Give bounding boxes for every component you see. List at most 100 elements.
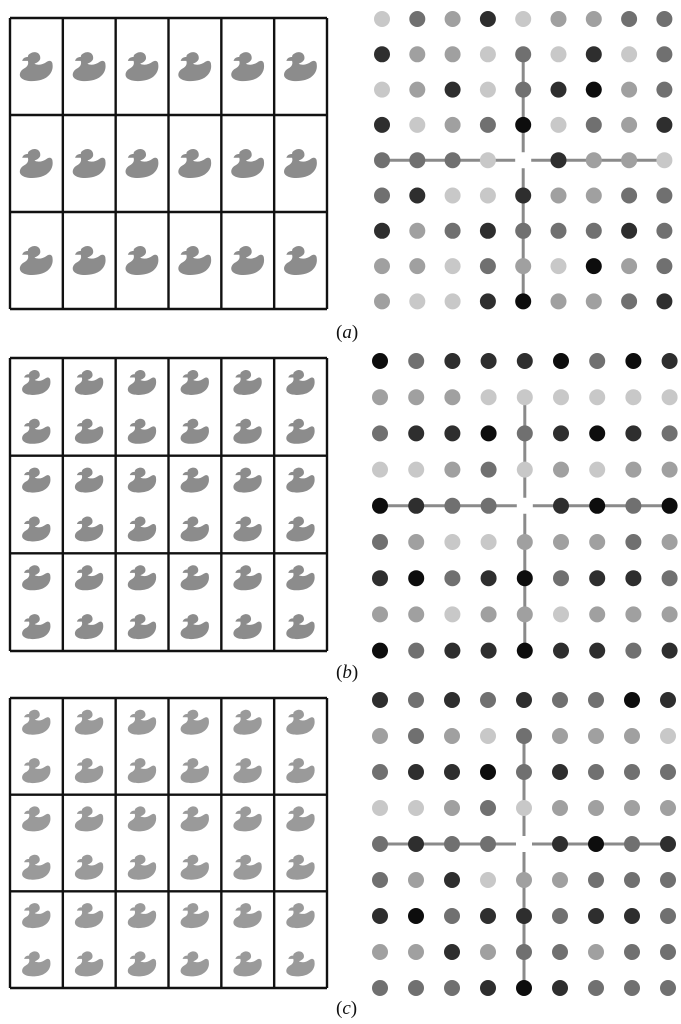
- lattice-dot: [408, 692, 424, 708]
- lattice-dot: [374, 117, 390, 133]
- lattice-dot: [372, 872, 388, 888]
- lattice-dot: [372, 692, 388, 708]
- lattice-dot: [374, 152, 390, 168]
- lattice-dot: [588, 872, 604, 888]
- lattice-dot: [625, 462, 641, 478]
- lattice-dot: [515, 188, 531, 204]
- lattice-dot: [480, 223, 496, 239]
- lattice-dot: [589, 425, 605, 441]
- lattice-dot: [372, 836, 388, 852]
- lattice-dot: [621, 117, 637, 133]
- lattice-dot: [480, 908, 496, 924]
- lattice-dot: [517, 353, 533, 369]
- lattice-dot: [408, 353, 424, 369]
- lattice-dot: [444, 534, 460, 550]
- lattice-dot: [408, 425, 424, 441]
- lattice-dot: [372, 353, 388, 369]
- lattice-dot: [480, 258, 496, 274]
- lattice-dot: [480, 82, 496, 98]
- lattice-dot: [408, 764, 424, 780]
- caption-a: (a): [336, 322, 376, 344]
- lattice-dot: [409, 11, 425, 27]
- lattice-dot: [588, 764, 604, 780]
- dot-lattice: [374, 11, 672, 309]
- lattice-dot: [517, 462, 533, 478]
- lattice-dot: [481, 643, 497, 659]
- lattice-dot: [624, 800, 640, 816]
- lattice-dot: [662, 643, 678, 659]
- lattice-dot: [551, 258, 567, 274]
- lattice-dot: [480, 46, 496, 62]
- lattice-dot: [444, 643, 460, 659]
- lattice-dot: [517, 643, 533, 659]
- lattice-dot: [444, 980, 460, 996]
- lattice-dot: [660, 908, 676, 924]
- lattice-dot: [515, 82, 531, 98]
- lattice-dot: [372, 643, 388, 659]
- lattice-dot: [589, 389, 605, 405]
- lattice-dot: [517, 606, 533, 622]
- lattice-dot: [656, 11, 672, 27]
- lattice-dot: [660, 728, 676, 744]
- lattice-dot: [551, 223, 567, 239]
- lattice-dot: [372, 800, 388, 816]
- lattice-dot: [444, 570, 460, 586]
- lattice-dot: [656, 46, 672, 62]
- lattice-dot: [551, 188, 567, 204]
- lattice-dot: [656, 293, 672, 309]
- lattice-dot: [444, 836, 460, 852]
- lattice-dot: [372, 728, 388, 744]
- lattice-dot: [445, 46, 461, 62]
- lattice-dot: [624, 980, 640, 996]
- lattice-dot: [625, 643, 641, 659]
- lattice-dot: [444, 800, 460, 816]
- lattice-dot: [551, 82, 567, 98]
- lattice-dot: [624, 728, 640, 744]
- lattice-dot: [553, 425, 569, 441]
- lattice-dot: [656, 82, 672, 98]
- lattice-dot: [372, 570, 388, 586]
- lattice-dot: [621, 223, 637, 239]
- lattice-dot: [409, 223, 425, 239]
- lattice-dot: [409, 82, 425, 98]
- lattice-dot: [625, 534, 641, 550]
- lattice-dot: [553, 534, 569, 550]
- lattice-dot: [444, 728, 460, 744]
- dot-lattice: [372, 353, 678, 659]
- lattice-dot: [372, 980, 388, 996]
- lattice-dot: [552, 908, 568, 924]
- lattice-dot: [624, 764, 640, 780]
- lattice-dot: [551, 293, 567, 309]
- lattice-dot: [656, 188, 672, 204]
- lattice-dot: [372, 534, 388, 550]
- lattice-dot: [480, 152, 496, 168]
- lattice-dot: [408, 908, 424, 924]
- lattice-dot: [408, 836, 424, 852]
- lattice-dot: [515, 223, 531, 239]
- lattice-dot: [624, 836, 640, 852]
- lattice-dot: [515, 11, 531, 27]
- lattice-dot: [662, 389, 678, 405]
- lattice-dot: [408, 462, 424, 478]
- lattice-dot: [517, 425, 533, 441]
- lattice-dot: [444, 606, 460, 622]
- lattice-dot: [374, 258, 390, 274]
- lattice-dot: [480, 692, 496, 708]
- lattice-dot: [409, 293, 425, 309]
- lattice-dot: [553, 570, 569, 586]
- lattice-dot: [621, 82, 637, 98]
- lattice-dot: [625, 606, 641, 622]
- lattice-dot: [662, 462, 678, 478]
- lattice-dot: [445, 82, 461, 98]
- lattice-dot: [480, 293, 496, 309]
- lattice-dot: [660, 764, 676, 780]
- lattice-dot: [588, 836, 604, 852]
- lattice-dot: [445, 117, 461, 133]
- lattice-dot: [621, 11, 637, 27]
- lattice-dot: [625, 498, 641, 514]
- lattice-dot: [516, 944, 532, 960]
- lattice-dot: [553, 389, 569, 405]
- lattice-dot: [444, 425, 460, 441]
- caption-c: (c): [336, 998, 376, 1020]
- lattice-dot: [408, 498, 424, 514]
